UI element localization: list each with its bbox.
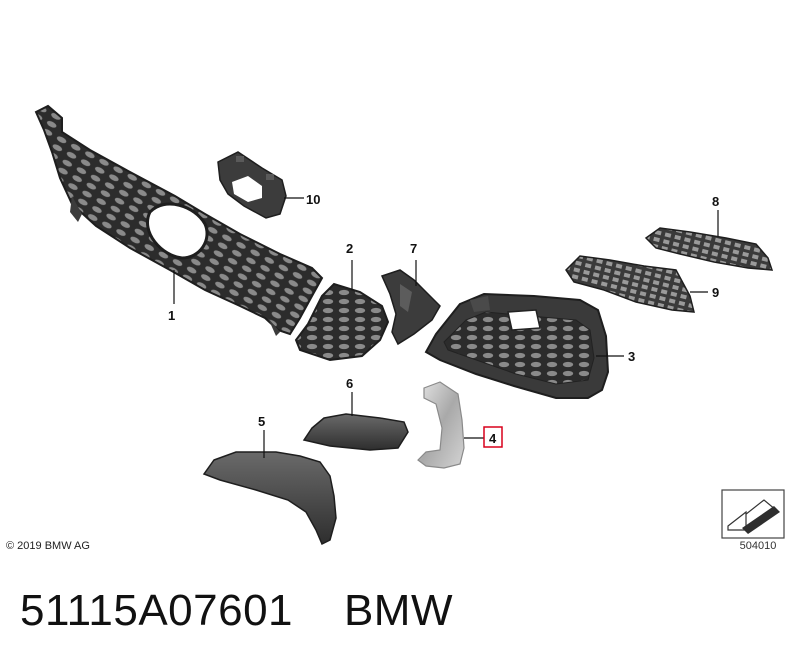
part-10-bracket bbox=[217, 151, 287, 219]
callout-10: 10 bbox=[306, 192, 320, 207]
part-4-chrome-trim bbox=[417, 381, 465, 469]
callout-4-highlight-box bbox=[483, 426, 503, 448]
orientation-symbol-icon bbox=[721, 489, 785, 539]
part-2-side-grille bbox=[294, 282, 390, 362]
parts-diagram: 1 2 7 3 4 5 6 8 9 10 bbox=[34, 104, 785, 546]
part-5-corner-cover bbox=[202, 451, 337, 546]
leader-lines bbox=[173, 197, 719, 458]
callout-1: 1 bbox=[168, 308, 175, 323]
callout-7: 7 bbox=[410, 241, 417, 256]
part-1-kidney-grille bbox=[34, 104, 324, 336]
callout-8: 8 bbox=[712, 194, 719, 209]
part-9-mesh-insert bbox=[565, 255, 695, 313]
callout-9: 9 bbox=[712, 285, 719, 300]
part-3-intake-grille bbox=[424, 292, 610, 399]
part-8-mesh-insert bbox=[644, 227, 774, 271]
figure-code: 504010 bbox=[739, 540, 777, 552]
callout-4: 4 bbox=[489, 431, 497, 446]
callout-2: 2 bbox=[346, 241, 353, 256]
part-caption: 51115A07601 BMW bbox=[20, 586, 453, 636]
callout-3: 3 bbox=[628, 349, 635, 364]
part-7-bracket bbox=[380, 269, 441, 346]
callout-5: 5 bbox=[258, 414, 265, 429]
part-number: 51115A07601 bbox=[20, 586, 294, 635]
copyright-text: © 2019 BMW AG bbox=[6, 540, 90, 552]
part-6-cover bbox=[302, 413, 409, 451]
callout-6: 6 bbox=[346, 376, 353, 391]
brand-name: BMW bbox=[343, 586, 453, 635]
